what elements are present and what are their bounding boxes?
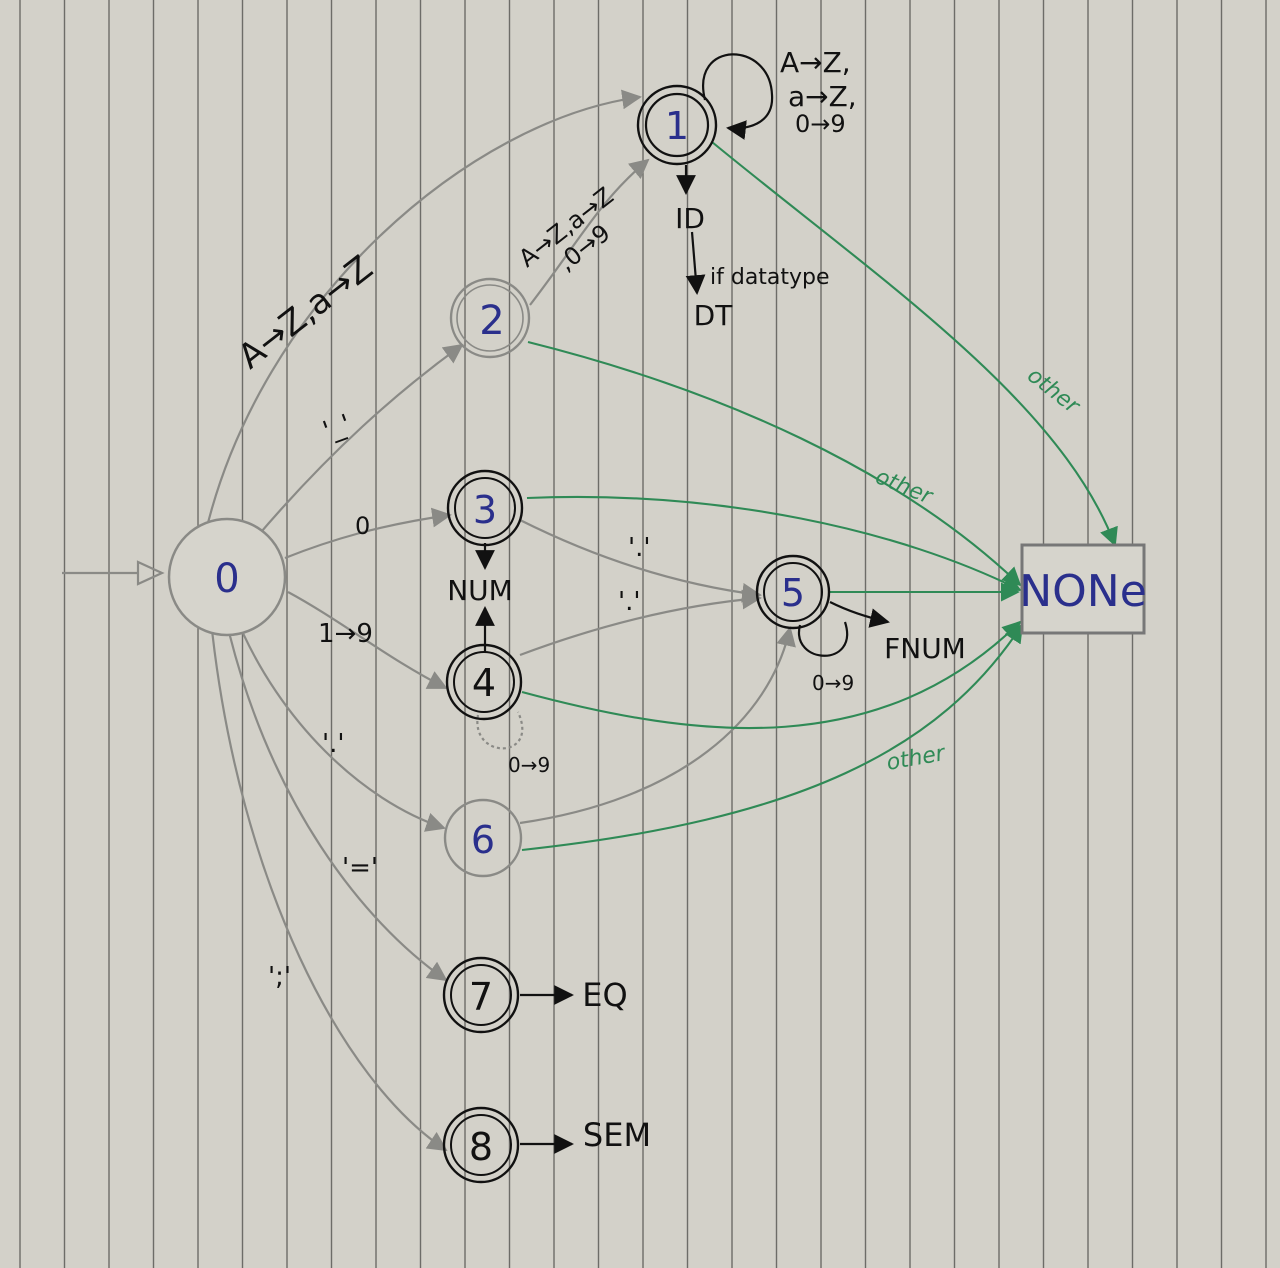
edge-2-1 — [529, 158, 650, 306]
label-3-5: '.' — [628, 533, 651, 563]
state-3: 3 — [446, 469, 524, 547]
ink-transitions — [475, 53, 890, 1154]
edge-0-3 — [284, 507, 452, 560]
label-0-8: ';' — [268, 962, 291, 992]
state-4-label: 4 — [472, 661, 496, 705]
label-1-loop-3: 0→9 — [795, 110, 846, 138]
state-1-label: 1 — [665, 104, 689, 148]
state-8-label: 8 — [469, 1125, 493, 1169]
state-0-label: 0 — [214, 556, 239, 602]
state-5: 5 — [755, 554, 831, 630]
edge-6-5 — [519, 626, 796, 825]
label-1-loop-2: a→Z, — [788, 80, 857, 113]
state-7-label: 7 — [469, 975, 493, 1019]
edge-4-5 — [519, 589, 762, 657]
loop-1 — [702, 53, 774, 140]
edge-0-8 — [210, 629, 448, 1152]
token-fnum: FNUM — [884, 632, 966, 665]
token-eq: EQ — [582, 976, 627, 1014]
label-0-4: 1→9 — [318, 619, 373, 649]
state-2-label: 2 — [479, 298, 504, 344]
token-id: ID — [675, 202, 705, 235]
state-0: 0 — [167, 517, 287, 637]
state-8: 8 — [442, 1106, 520, 1184]
edge-3-5 — [519, 519, 762, 603]
ruled-lines — [19, 0, 1267, 1268]
state-3-label: 3 — [473, 488, 497, 532]
label-0-6: '.' — [322, 729, 345, 759]
label-5-loop: 0→9 — [812, 671, 854, 695]
state-6: 6 — [443, 798, 523, 878]
edge-3-none — [526, 495, 1022, 591]
loop-4 — [476, 711, 524, 750]
label-4-5: '.' — [618, 587, 641, 617]
none-state-label: NONe — [1019, 566, 1147, 617]
label-0-7: '=' — [342, 853, 378, 883]
state-5-label: 5 — [781, 571, 805, 615]
edge-2-none — [527, 340, 1022, 587]
other-transitions — [521, 141, 1118, 852]
edge-6-none — [521, 623, 1024, 852]
edge-0-1 — [203, 89, 642, 536]
state-2: 2 — [449, 277, 531, 359]
edge-0-6 — [236, 621, 446, 832]
label-4-loop: 0→9 — [508, 753, 550, 777]
state-1: 1 — [636, 84, 718, 166]
token-dt: DT — [694, 299, 734, 332]
edge-id-dt — [685, 231, 706, 295]
state-7: 7 — [442, 956, 520, 1034]
loop-5 — [797, 621, 849, 657]
edge-0-7 — [226, 627, 448, 982]
state-6-label: 6 — [471, 818, 495, 862]
states: 0 1 2 3 4 5 — [167, 84, 1147, 1184]
token-num: NUM — [447, 574, 513, 607]
edge-5-fnum — [829, 601, 890, 628]
label-0-3: 0 — [355, 512, 370, 540]
token-sem: SEM — [583, 1116, 651, 1154]
label-1-loop-1: A→Z, — [780, 46, 851, 79]
edge-1-none — [711, 141, 1118, 547]
edge-0-4 — [287, 591, 448, 689]
none-state-box: NONe — [1019, 543, 1147, 635]
edge-4-none — [521, 620, 1022, 730]
token-labels: ID DT NUM FNUM EQ SEM — [447, 202, 966, 1154]
state-4: 4 — [445, 643, 523, 721]
pencil-transitions — [62, 89, 796, 1152]
label-id-dt: if datatype — [710, 265, 830, 290]
edge-0-2 — [249, 343, 464, 546]
start-arrow-head — [136, 560, 165, 586]
